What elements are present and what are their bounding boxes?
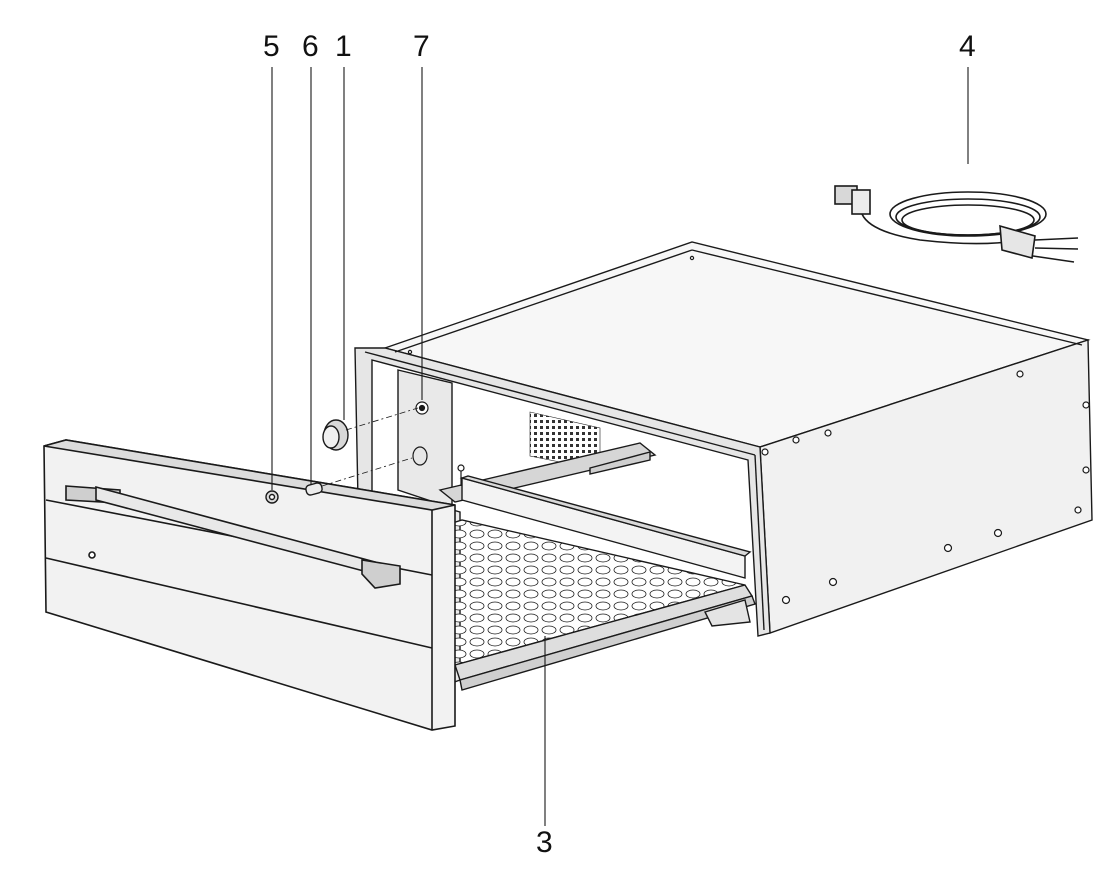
screw (457, 464, 465, 486)
control-panel (412, 401, 429, 466)
callout-4: 4 (959, 30, 976, 63)
leader-lines (271, 67, 969, 826)
callout-3: 3 (536, 826, 553, 859)
control-knob (322, 407, 419, 451)
callout-7: 7 (413, 30, 430, 63)
power-cord (834, 185, 1079, 263)
drawer-front-panel (43, 439, 456, 731)
callout-6: 6 (302, 30, 319, 63)
drawer-handle (65, 485, 401, 589)
callout-1: 1 (335, 30, 352, 63)
indicator-bezel (265, 490, 279, 504)
status-dot-icon (88, 551, 96, 559)
indicator-lamp (305, 457, 413, 496)
callout-5: 5 (263, 30, 280, 63)
